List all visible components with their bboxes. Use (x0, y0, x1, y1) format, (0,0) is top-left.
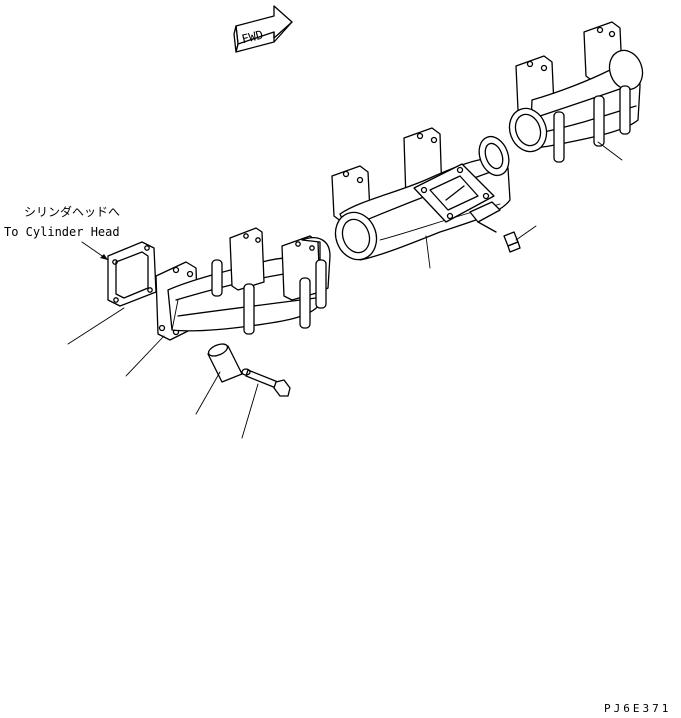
fwd-arrow: FWD (233, 5, 293, 53)
callout-arrow-head (100, 254, 108, 260)
front-manifold (155, 227, 331, 341)
leader-lines (67, 141, 623, 439)
gasket (107, 241, 157, 307)
plug-bolt (503, 231, 521, 253)
callout-english: To Cylinder Head (4, 225, 120, 239)
spacer-sleeve (207, 343, 243, 383)
rear-manifold (508, 21, 644, 163)
fwd-arrow-label: FWD (240, 28, 264, 47)
callout-japanese: シリンダヘッドへ (24, 204, 120, 219)
drawing-code: PJ6E371 (604, 702, 671, 715)
bolt (241, 368, 291, 397)
middle-manifold (331, 127, 511, 261)
